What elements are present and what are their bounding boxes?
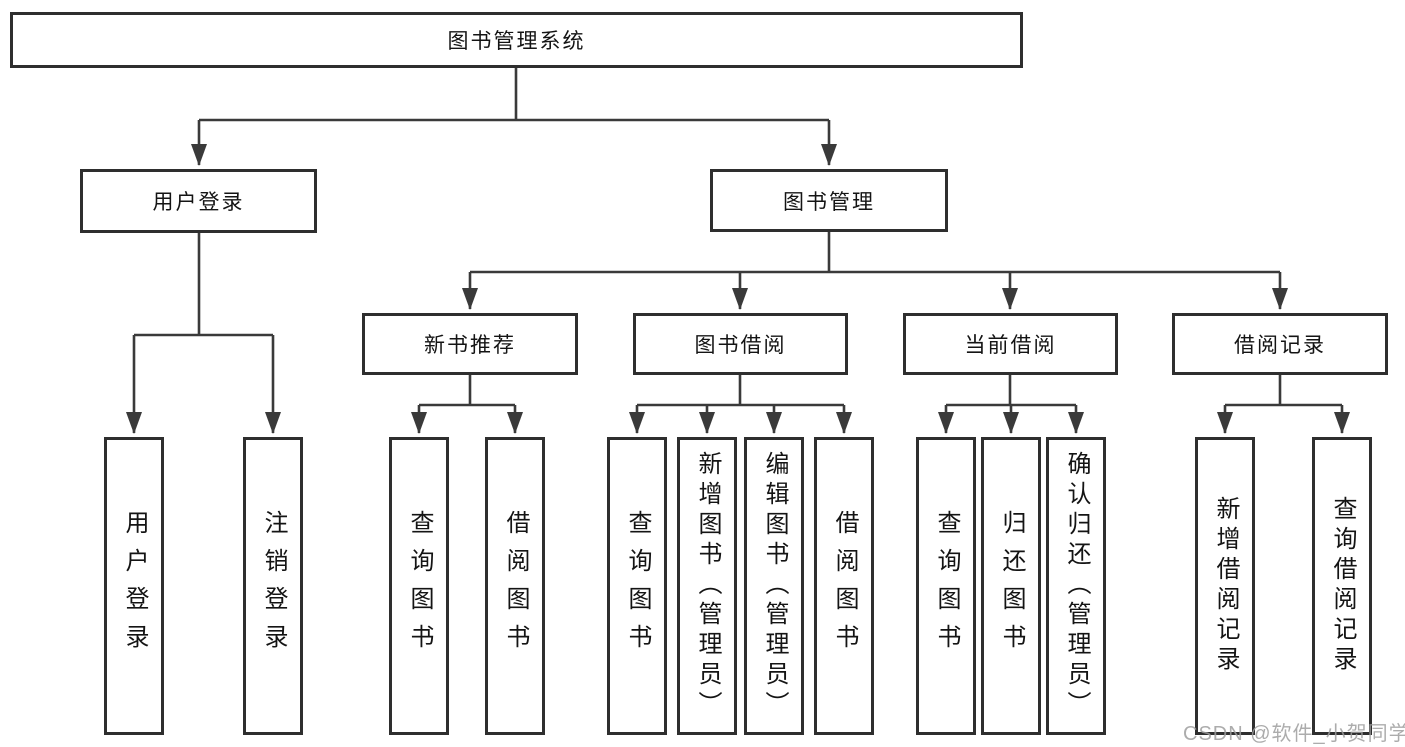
node-current-borrowing: 当前借阅 (903, 313, 1118, 375)
leaf-add-borrowing-record: 新增借阅记录 (1195, 437, 1255, 735)
leaf-query-books-borrowing: 查询图书 (607, 437, 667, 735)
leaf-borrow-books-recommend: 借阅图书 (485, 437, 545, 735)
csdn-watermark: CSDN @软件_小贺同学 (1183, 723, 1405, 745)
node-library-management-system: 图书管理系统 (10, 12, 1023, 68)
node-user-login: 用户登录 (80, 169, 317, 233)
leaf-query-borrowing-record: 查询借阅记录 (1312, 437, 1372, 735)
node-borrowing-records: 借阅记录 (1172, 313, 1388, 375)
leaf-query-books-recommend: 查询图书 (389, 437, 449, 735)
leaf-user-login: 用户登录 (104, 437, 164, 735)
leaf-logout: 注销登录 (243, 437, 303, 735)
node-book-management: 图书管理 (710, 169, 948, 232)
leaf-return-books: 归还图书 (981, 437, 1041, 735)
leaf-confirm-return-admin: 确认归还（管理员） (1046, 437, 1106, 735)
leaf-borrow-books: 借阅图书 (814, 437, 874, 735)
leaf-query-books-current: 查询图书 (916, 437, 976, 735)
node-new-book-recommendation: 新书推荐 (362, 313, 578, 375)
leaf-edit-books-admin: 编辑图书（管理员） (744, 437, 804, 735)
leaf-add-books-admin: 新增图书（管理员） (677, 437, 737, 735)
node-book-borrowing: 图书借阅 (633, 313, 848, 375)
